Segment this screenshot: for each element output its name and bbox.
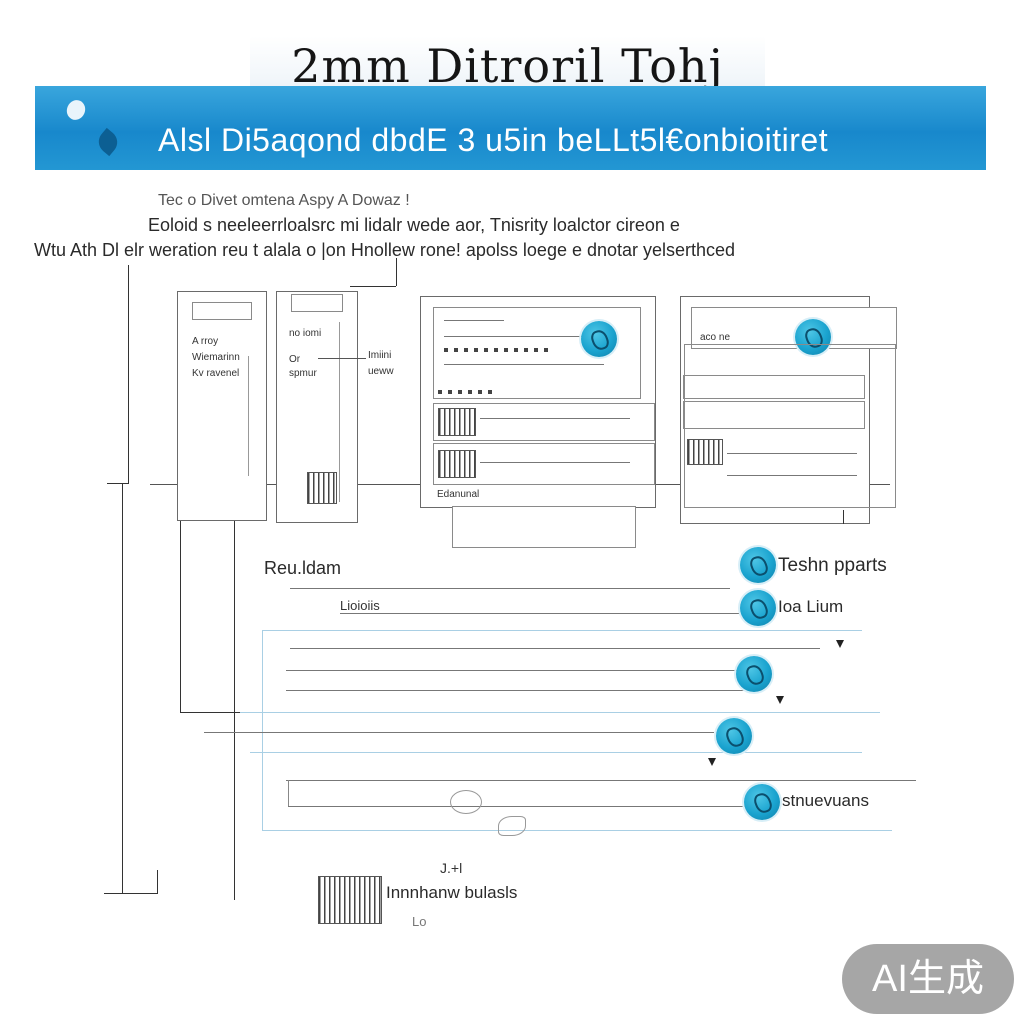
flow-left-label: Reu.ldam	[264, 558, 342, 578]
flow-node-1	[740, 547, 776, 583]
ai-generated-badge: AI生成	[842, 944, 1014, 1014]
flow-line-8	[204, 732, 714, 733]
panel-b-header	[291, 294, 343, 312]
panel-c-label: Edanunal	[437, 489, 480, 500]
panel-b-text-1: no iomi	[289, 328, 322, 339]
panel-d-row-1	[683, 375, 865, 399]
bottom-label: Innnhanw bulasls	[386, 883, 518, 902]
desc-drop-line	[396, 258, 397, 286]
panel-d-row-icon	[687, 439, 723, 465]
flow-line-11	[288, 806, 748, 807]
flow-arrow-2	[708, 758, 716, 766]
panel-c-card-line-2	[444, 336, 604, 337]
flow-arrow-3	[836, 640, 844, 648]
flow-line-9	[250, 752, 862, 753]
panel-c-card-line-3	[444, 364, 604, 365]
flow-node-2	[740, 590, 776, 626]
flow-row-label: Lioioiis	[340, 598, 380, 613]
panel-d-node-icon	[795, 319, 831, 355]
panel-d-label: aco ne	[700, 332, 731, 343]
panel-d-arrow-line	[843, 510, 844, 524]
panel-d-row-2	[683, 401, 865, 429]
bottom-small-label: Lo	[412, 914, 427, 929]
panel-b-bars-icon	[307, 472, 337, 504]
flow-node-5	[744, 784, 780, 820]
inner-bracket-foot	[180, 712, 245, 713]
panel-c-node-icon	[581, 321, 617, 357]
panel-a-divider	[248, 356, 249, 476]
panel-d-overlay	[684, 344, 896, 508]
description-line-2: Eoloid s neeleerrloalsrc mi lidalr wede …	[148, 215, 680, 235]
panel-a-text-3: Kv ravenel	[192, 368, 240, 379]
panel-c-card-dots-2	[438, 390, 498, 394]
banner-subtitle: Alsl Di5aqond dbdE 3 u5in beLLt5l€onbioi…	[158, 122, 829, 158]
panel-d-row-3-line	[727, 453, 857, 454]
panel-a-header	[192, 302, 252, 320]
panel-b: no iomi Or spmur	[276, 291, 358, 523]
panel-c-row-1	[433, 403, 655, 441]
bracket-tick	[107, 483, 129, 484]
panel-d-row-4-line	[727, 475, 857, 476]
bracket-line-lower	[122, 483, 123, 893]
inner-bracket-line	[180, 484, 181, 712]
bracket-line-upper	[128, 265, 129, 483]
panel-c-card-line-1	[444, 320, 504, 321]
flow-sketch-icon	[450, 790, 482, 814]
bracket-bottom-tick	[157, 870, 158, 893]
flow-line-4	[290, 648, 820, 649]
description-line-1: Tec o Divet omtena Aspy A Dowaz !	[158, 192, 410, 209]
flow-node-2-label: Ioa Lium	[778, 597, 844, 616]
flow-line-7	[240, 712, 880, 713]
panel-c-row-2-line	[480, 462, 630, 463]
flow-node-5-label: stnuevuans	[782, 791, 869, 810]
panel-a: A rroy Wiemarinn Kv ravenel	[177, 291, 267, 521]
panel-c-row-1-icon	[438, 408, 476, 436]
panel-c-row-2-icon	[438, 450, 476, 478]
panel-d: aco ne	[680, 296, 897, 524]
flow-line-3	[262, 630, 862, 631]
flow-line-10	[286, 780, 916, 781]
panel-c-row-2	[433, 443, 655, 485]
panel-b-arrow-line	[318, 358, 366, 359]
panel-c-card-dots	[444, 348, 554, 352]
bottom-top-label: J.+l	[440, 860, 463, 876]
flow-frame-left	[262, 630, 263, 830]
bracket-bottom	[104, 893, 158, 894]
panel-a-text-1: A rroy	[192, 336, 219, 347]
flow-arrow-1	[776, 696, 784, 704]
panel-b-text-2: Or	[289, 354, 301, 365]
flow-line-12	[262, 830, 892, 831]
flow-node-3	[736, 656, 772, 692]
panel-b-divider	[339, 322, 340, 502]
panel-c: Edanunal	[420, 296, 656, 508]
flow-line-5	[286, 670, 746, 671]
inner-vertical-line	[234, 460, 235, 900]
flow-frame-tick	[288, 780, 289, 806]
diagram-title: 2mm Ditroril Tohj	[291, 39, 724, 93]
header-banner	[35, 86, 986, 170]
panel-b-text-3: spmur	[289, 368, 317, 379]
flow-node-1-label: Teshn pparts	[778, 555, 887, 576]
bottom-document-icon	[318, 876, 382, 924]
flow-line-2	[340, 613, 740, 614]
panel-d-card: aco ne	[691, 307, 897, 349]
panel-c-row-1-line	[480, 418, 630, 419]
desc-drop-foot	[350, 286, 396, 287]
panel-c-footer	[452, 506, 636, 548]
panel-b-side-2: ueww	[368, 366, 394, 377]
description-line-3: Wtu Ath Dl elr weration reu t alala o |o…	[34, 240, 736, 260]
flow-line-6	[286, 690, 746, 691]
flow-sketch-icon-2	[498, 816, 526, 836]
flow-line-1	[290, 588, 730, 589]
flow-node-4	[716, 718, 752, 754]
panel-b-side-1: Imiini	[368, 350, 392, 361]
panel-a-text-2: Wiemarinn	[192, 352, 240, 363]
